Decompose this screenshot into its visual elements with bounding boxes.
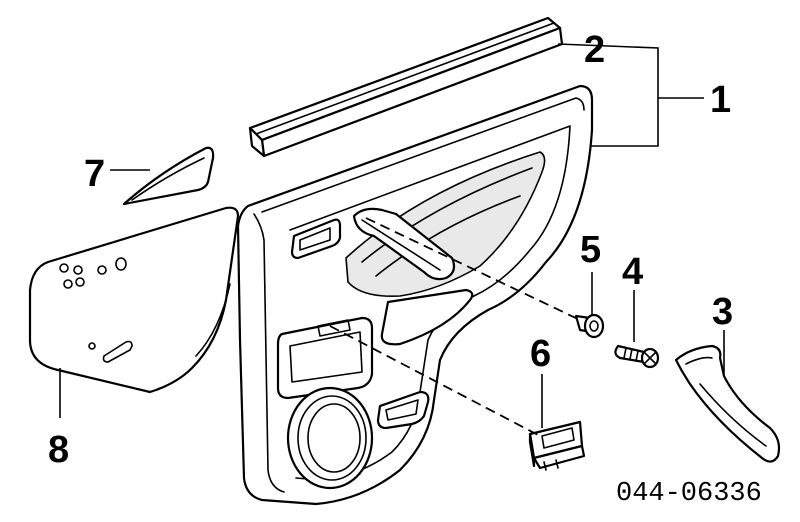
callout-4: 4 — [622, 251, 643, 293]
assembly-line-switch — [329, 325, 541, 437]
speaker-grille — [286, 386, 374, 490]
callout-2: 2 — [584, 29, 605, 71]
callout-8: 8 — [48, 429, 69, 471]
leader-lines — [59, 43, 725, 428]
callout-7: 7 — [84, 153, 105, 195]
door-trim-panel-part-1[interactable] — [236, 84, 594, 506]
weatherstrip-part-2[interactable] — [248, 16, 564, 158]
callout-1: 1 — [710, 79, 731, 121]
inner-panel-part-8[interactable] — [28, 206, 240, 394]
drawing-number: 044-06336 — [616, 479, 762, 509]
corner-trim-part-7[interactable] — [122, 146, 215, 206]
clip-part-5[interactable] — [574, 313, 605, 339]
callout-3: 3 — [712, 291, 733, 333]
window-switch-part-6[interactable] — [528, 420, 586, 471]
screw-part-4[interactable] — [614, 344, 660, 369]
callout-6: 6 — [530, 333, 551, 375]
callout-5: 5 — [580, 229, 601, 271]
assembly-line-clip — [365, 217, 581, 321]
garnish-trim-part-3[interactable] — [674, 344, 781, 463]
